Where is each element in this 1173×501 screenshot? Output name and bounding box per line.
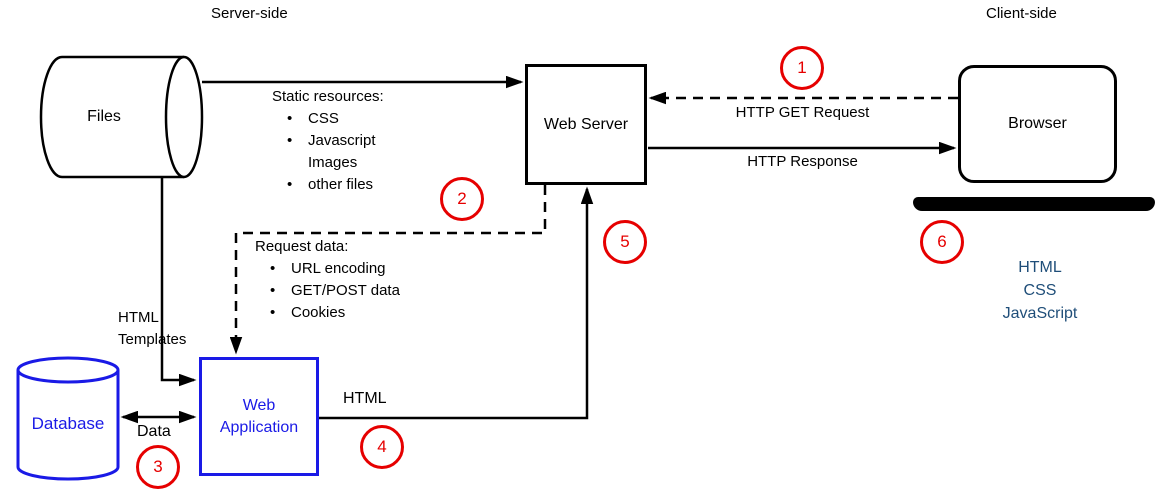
- http-get-request-label: HTTP GET Request: [735, 104, 870, 121]
- html-label: HTML: [343, 390, 387, 407]
- web-server-label: Web Server: [543, 115, 629, 133]
- list-item: • Javascript: [272, 130, 384, 152]
- list-item-label: Images: [308, 154, 358, 171]
- data-label: Data: [137, 423, 171, 440]
- browser-output-label: HTML CSS JavaScript: [1002, 259, 1078, 322]
- list-item: Images: [272, 152, 384, 174]
- step-badge-1: 1: [780, 46, 824, 90]
- list-item: • Cookies: [255, 302, 400, 324]
- arrow-webserver-to-webapp-dashed: [229, 185, 547, 355]
- bullet-glyph: •: [270, 260, 276, 277]
- step-number: 5: [620, 232, 630, 251]
- step-badge-5: 5: [603, 220, 647, 264]
- html-templates-label: HTML Templates: [118, 309, 187, 348]
- files-label: Files: [87, 108, 121, 125]
- step-badge-6: 6: [920, 220, 964, 264]
- bullet-glyph: •: [287, 110, 293, 127]
- step-number: 4: [377, 437, 387, 456]
- bullet-glyph: •: [287, 132, 293, 149]
- list-item-label: URL encoding: [291, 260, 386, 277]
- static-resources-title: Static resources:: [272, 88, 384, 105]
- step-number: 2: [457, 189, 467, 208]
- step-number: 3: [153, 457, 163, 476]
- arrow-files-to-webapp: [160, 178, 197, 387]
- bullet-glyph: •: [287, 176, 293, 193]
- list-item: • GET/POST data: [255, 280, 400, 302]
- request-data-title: Request data:: [255, 238, 349, 255]
- database-label: Database: [31, 414, 105, 433]
- step-badge-3: 3: [136, 445, 180, 489]
- list-item-label: CSS: [308, 110, 339, 127]
- step-badge-2: 2: [440, 177, 484, 221]
- database-cylinder: [16, 356, 120, 481]
- browser-box: Browser: [958, 65, 1117, 183]
- web-application-box: Web Application: [199, 357, 319, 476]
- files-cylinder: [39, 55, 204, 179]
- list-item-label: Cookies: [291, 304, 346, 321]
- step-badge-4: 4: [360, 425, 404, 469]
- client-side-title: Client-side: [986, 5, 1057, 22]
- step-number: 6: [937, 232, 947, 251]
- bullet-glyph: •: [270, 282, 276, 299]
- request-data-list: Request data: • URL encoding • GET/POST …: [255, 236, 400, 324]
- static-resources-list: Static resources: • CSS • Javascript Ima…: [272, 86, 384, 196]
- bullet-glyph: •: [270, 304, 276, 321]
- laptop-base-bar: [913, 197, 1155, 211]
- server-side-title: Server-side: [211, 5, 288, 22]
- arrow-webapp-to-webserver: [319, 186, 594, 420]
- step-number: 1: [797, 58, 807, 77]
- list-item: • URL encoding: [255, 258, 400, 280]
- list-item: • CSS: [272, 108, 384, 130]
- list-item-label: Javascript: [308, 132, 376, 149]
- http-response-label: HTTP Response: [747, 153, 858, 170]
- list-item-label: other files: [308, 176, 374, 193]
- browser-label: Browser: [1008, 115, 1067, 132]
- web-application-label: Web Application: [219, 396, 299, 436]
- web-server-box: Web Server: [525, 64, 647, 185]
- bullet-glyph: [287, 152, 308, 174]
- list-item-label: GET/POST data: [291, 282, 400, 299]
- list-item: • other files: [272, 174, 384, 196]
